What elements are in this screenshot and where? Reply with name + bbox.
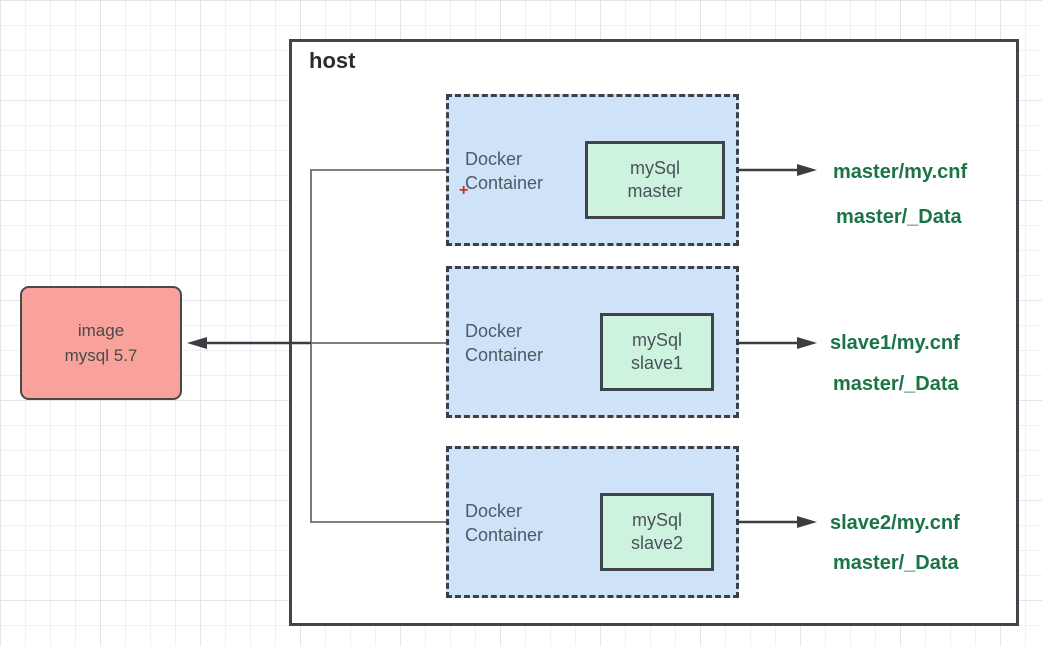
mysql-master-label: mySql master [627, 158, 683, 201]
cursor-cross-mark: + [459, 182, 469, 199]
mysql-slave2-label: mySql slave2 [630, 510, 684, 553]
mysql-slave1-label: mySql slave1 [630, 330, 684, 373]
mysql-master-node[interactable]: mySql master [585, 141, 725, 219]
docker-container-slave1[interactable]: Docker Container mySql slave1 [446, 266, 739, 418]
mysql-slave1-node[interactable]: mySql slave1 [600, 313, 714, 391]
docker-container-label: Docker Container [465, 149, 544, 193]
file-label-slave1-cnf: slave1/my.cnf [830, 332, 960, 354]
file-label-slave2-data: master/_Data [833, 552, 959, 574]
docker-container-master[interactable]: Docker Container mySql master [446, 94, 739, 246]
host-label: host [309, 48, 356, 73]
file-label-master-data: master/_Data [836, 206, 962, 228]
docker-container-label: Docker Container [465, 501, 544, 545]
file-label-slave1-data: master/_Data [833, 373, 959, 395]
docker-container-label: Docker Container [465, 321, 544, 365]
mysql-image-node[interactable]: image mysql 5.7 [20, 286, 182, 400]
mysql-image-label: image mysql 5.7 [64, 321, 138, 365]
mysql-slave2-node[interactable]: mySql slave2 [600, 493, 714, 571]
file-label-master-cnf: master/my.cnf [833, 161, 968, 183]
docker-container-slave2[interactable]: Docker Container mySql slave2 [446, 446, 739, 598]
file-label-slave2-cnf: slave2/my.cnf [830, 512, 960, 534]
